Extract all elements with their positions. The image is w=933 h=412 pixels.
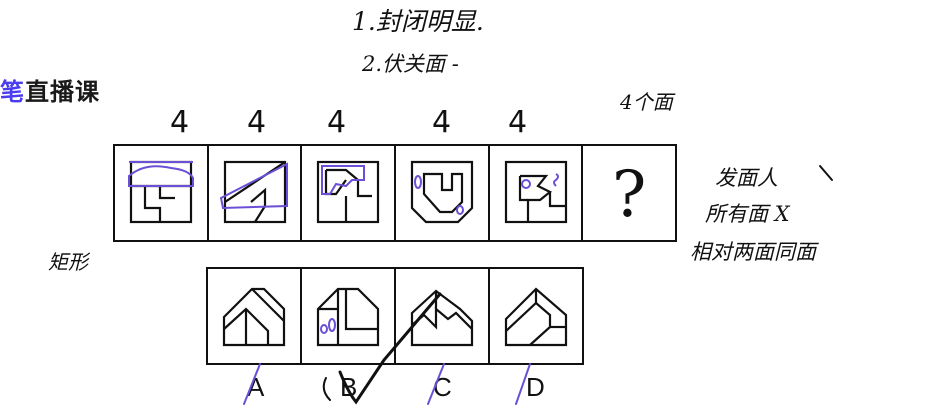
count-label-3: 4 — [327, 105, 347, 140]
brand-rest: 直播课 — [25, 78, 100, 106]
option-b-check-stroke — [338, 292, 442, 405]
brand-title: 笔直播课 — [0, 72, 100, 107]
note-left: 矩形 — [48, 250, 88, 274]
question-figure-4 — [396, 146, 490, 240]
note-right-3: 相对两面同面 — [690, 240, 816, 264]
question-row: ? — [113, 144, 677, 242]
count-label-1: 4 — [170, 105, 190, 140]
option-label-d[interactable]: D — [526, 372, 545, 402]
option-figure-d[interactable] — [490, 269, 582, 363]
question-figure-2 — [209, 146, 303, 240]
note-line-2: 2.伏关面 - — [362, 52, 459, 76]
question-figure-1 — [115, 146, 209, 240]
note-face-count: 4个面 — [620, 90, 673, 114]
options-row — [206, 267, 584, 365]
option-d-tick-stroke — [515, 363, 531, 405]
note-right-1-tick-stroke — [819, 165, 833, 181]
question-figure-3 — [302, 146, 397, 240]
option-a-tick-stroke — [243, 363, 261, 405]
count-label-4: 4 — [432, 105, 452, 140]
question-mark-icon: ? — [612, 158, 647, 232]
count-label-5: 4 — [508, 105, 528, 140]
note-right-1: 发面人 — [715, 166, 778, 190]
option-b-bracket-stroke — [322, 377, 331, 401]
note-right-2: 所有面 X — [705, 202, 790, 226]
option-figure-a[interactable] — [208, 269, 302, 363]
note-line-1: 1.封闭明显. — [352, 7, 484, 36]
question-figure-5 — [490, 146, 584, 240]
option-figure-b[interactable] — [302, 269, 396, 363]
brand-accent: 笔 — [0, 78, 25, 106]
option-label-a[interactable]: A — [247, 372, 265, 402]
question-unknown-cell: ? — [583, 146, 675, 240]
count-label-2: 4 — [247, 105, 267, 140]
option-c-tick-stroke — [427, 363, 445, 405]
